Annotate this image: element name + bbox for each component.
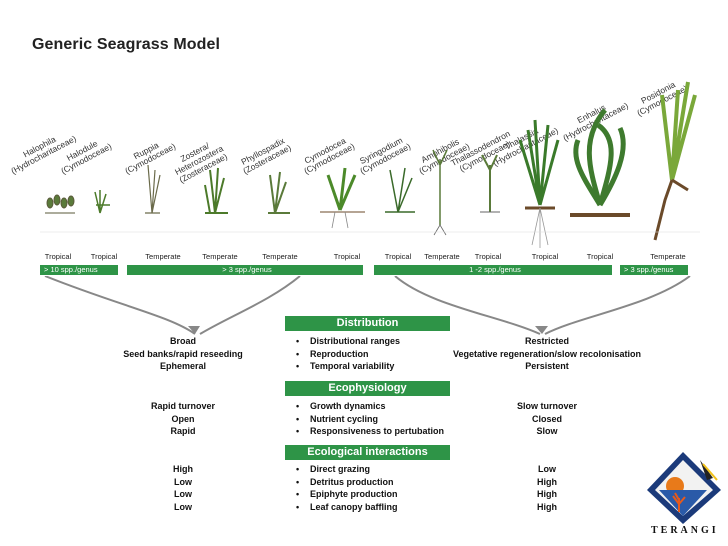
genus-bar-3: 1 -2 spp./genus bbox=[374, 265, 612, 275]
zone-label-5: Temperate bbox=[262, 252, 298, 261]
zone-label-12: Temperate bbox=[650, 252, 686, 261]
zone-label-1: Tropical bbox=[44, 252, 72, 261]
zone-label-9: Tropical bbox=[474, 252, 502, 261]
genus-bar-1: > 10 spp./genus bbox=[40, 265, 118, 275]
interactions-center: Direct grazing Detritus production Epiph… bbox=[296, 463, 398, 513]
interactions-header: Ecological interactions bbox=[285, 445, 450, 460]
zone-label-11: Tropical bbox=[586, 252, 614, 261]
phyllospadix-illustration bbox=[268, 171, 290, 214]
genus-bar-2: > 3 spp./genus bbox=[127, 265, 363, 275]
cymodocea-illustration bbox=[320, 167, 365, 229]
syringodium-illustration bbox=[385, 167, 415, 213]
zostera-illustration bbox=[204, 167, 228, 214]
logo-text: TERANGI bbox=[651, 525, 719, 536]
posidonia-illustration bbox=[653, 81, 697, 241]
distribution-right: Restricted Vegetative regeneration/slow … bbox=[452, 336, 642, 371]
diagram-title: Generic Seagrass Model bbox=[32, 36, 221, 53]
enhalus-illustration bbox=[570, 108, 630, 217]
seagrass-illustrations bbox=[40, 81, 700, 248]
ecophysiology-left: Rapid turnover Open Rapid bbox=[150, 401, 215, 436]
thalassodendron-illustration bbox=[480, 154, 500, 213]
ecophysiology-header: Ecophysiology bbox=[285, 381, 450, 396]
interactions-left: High Low Low Low bbox=[173, 464, 193, 512]
ecophysiology-right: Slow turnover Closed Slow bbox=[516, 401, 577, 436]
terangi-logo-icon bbox=[647, 452, 721, 524]
genus-bar-4: > 3 spp./genus bbox=[620, 265, 688, 275]
ruppia-illustration bbox=[145, 164, 161, 214]
zone-label-10: Tropical bbox=[531, 252, 559, 261]
zone-label-6: Tropical bbox=[333, 252, 361, 261]
interactions-right: Low High High High bbox=[537, 464, 557, 512]
distribution-left: Broad Seed banks/rapid reseeding Ephemer… bbox=[123, 336, 243, 371]
zone-label-2: Tropical bbox=[90, 252, 118, 261]
zone-label-4: Temperate bbox=[202, 252, 238, 261]
amphibolis-illustration bbox=[432, 149, 448, 236]
halodule-illustration bbox=[94, 190, 110, 214]
thalassia-illustration bbox=[518, 119, 560, 248]
zone-label-7: Tropical bbox=[384, 252, 412, 261]
distribution-center: Distributional ranges Reproduction Tempo… bbox=[296, 335, 400, 373]
ecophysiology-center: Growth dynamics Nutrient cycling Respons… bbox=[296, 400, 444, 438]
zone-label-3: Temperate bbox=[145, 252, 181, 261]
halophila-illustration bbox=[45, 194, 75, 214]
distribution-header: Distribution bbox=[285, 316, 450, 331]
converging-arrows bbox=[44, 276, 691, 335]
zone-label-8: Temperate bbox=[424, 252, 460, 261]
